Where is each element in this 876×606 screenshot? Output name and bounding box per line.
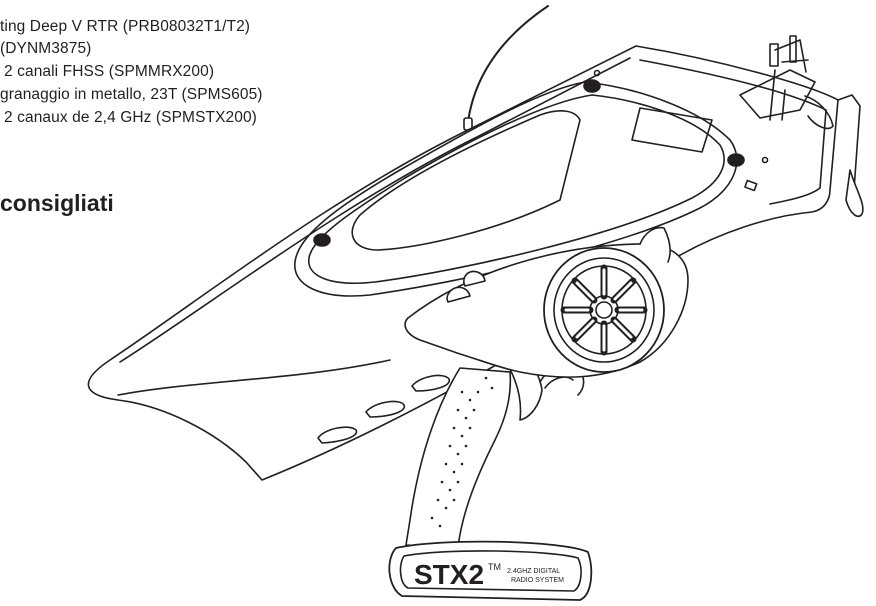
transmitter-subtitle-line2: RADIO SYSTEM bbox=[511, 577, 564, 584]
parts-list-item: ting Deep V RTR (PRB08032T1/T2) bbox=[0, 18, 251, 35]
boat-illustration bbox=[87, 5, 864, 481]
section-heading: consigliati bbox=[0, 190, 114, 216]
parts-list-item: (DYNM3875) bbox=[0, 40, 92, 57]
transmitter-subtitle-line1: 2.4GHZ DIGITAL bbox=[507, 568, 560, 575]
transmitter-brand-text: STX2 bbox=[414, 559, 484, 590]
transmitter-trademark-text: TM bbox=[488, 562, 501, 572]
parts-list-item: 2 canaux de 2,4 GHz (SPMSTX200) bbox=[4, 109, 257, 126]
transmitter-illustration bbox=[388, 226, 689, 601]
parts-list-item: granaggio in metallo, 23T (SPMS605) bbox=[0, 86, 263, 103]
parts-list-item: 2 canali FHSS (SPMMRX200) bbox=[4, 63, 215, 80]
